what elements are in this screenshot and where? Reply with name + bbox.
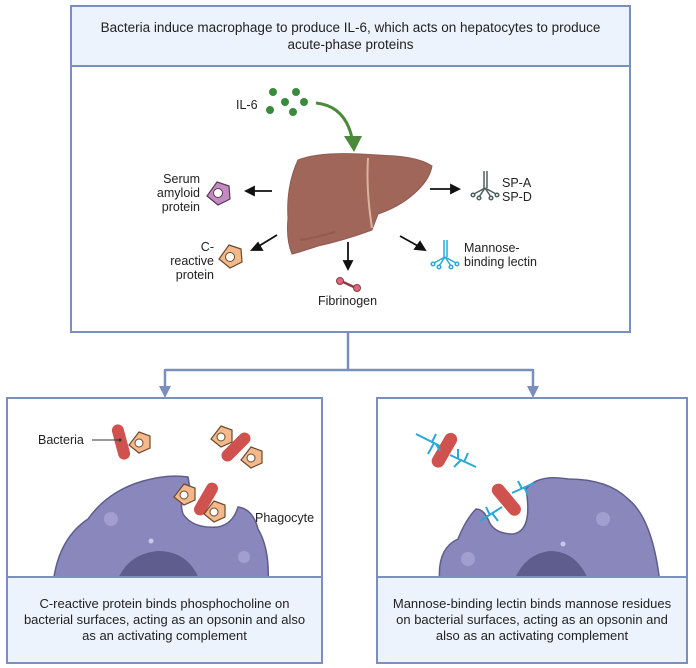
phagocyte-label: Phagocyte xyxy=(255,511,315,525)
crp-icon xyxy=(203,500,226,523)
crp-icon xyxy=(240,446,263,469)
nucleus-icon xyxy=(117,551,200,580)
il6-label: IL-6 xyxy=(236,98,258,112)
crp-caption: C-reactive protein binds phosphocholine … xyxy=(6,576,323,664)
crp-label: C- reactive protein xyxy=(170,240,214,282)
fibrinogen-label: Fibrinogen xyxy=(318,294,378,308)
title-box: Bacteria induce macrophage to produce IL… xyxy=(70,5,631,67)
spa-spd-label: SP-A SP-D xyxy=(502,176,532,204)
phagocyte-icon xyxy=(438,477,661,580)
diagram-title: Bacteria induce macrophage to produce IL… xyxy=(100,20,601,52)
bacteria-icon xyxy=(194,482,218,516)
crp-opsonization-panel: Bacteria Phagocyte xyxy=(6,397,323,582)
crp-icon xyxy=(173,483,196,506)
serum-amyloid-label: Serum amyloid protein xyxy=(156,172,200,214)
crp-icon xyxy=(128,431,151,454)
bacteria-label: Bacteria xyxy=(38,433,84,447)
mbl-icon xyxy=(415,433,535,522)
bacteria-icon xyxy=(431,432,458,468)
bacteria-icon xyxy=(491,483,521,516)
nucleus-icon xyxy=(514,551,589,580)
mbl-label: Mannose- binding lectin xyxy=(464,241,537,269)
bacteria-icon xyxy=(221,432,251,462)
mbl-opsonization-panel xyxy=(376,397,688,582)
mbl-caption: Mannose-binding lectin binds mannose res… xyxy=(376,576,688,664)
mbl-phagocyte-graphic xyxy=(415,432,661,580)
crp-phagocyte-graphic xyxy=(52,424,270,580)
phagocyte-icon xyxy=(52,475,270,580)
crp-icon xyxy=(210,425,233,448)
bacteria-icon xyxy=(111,424,131,460)
